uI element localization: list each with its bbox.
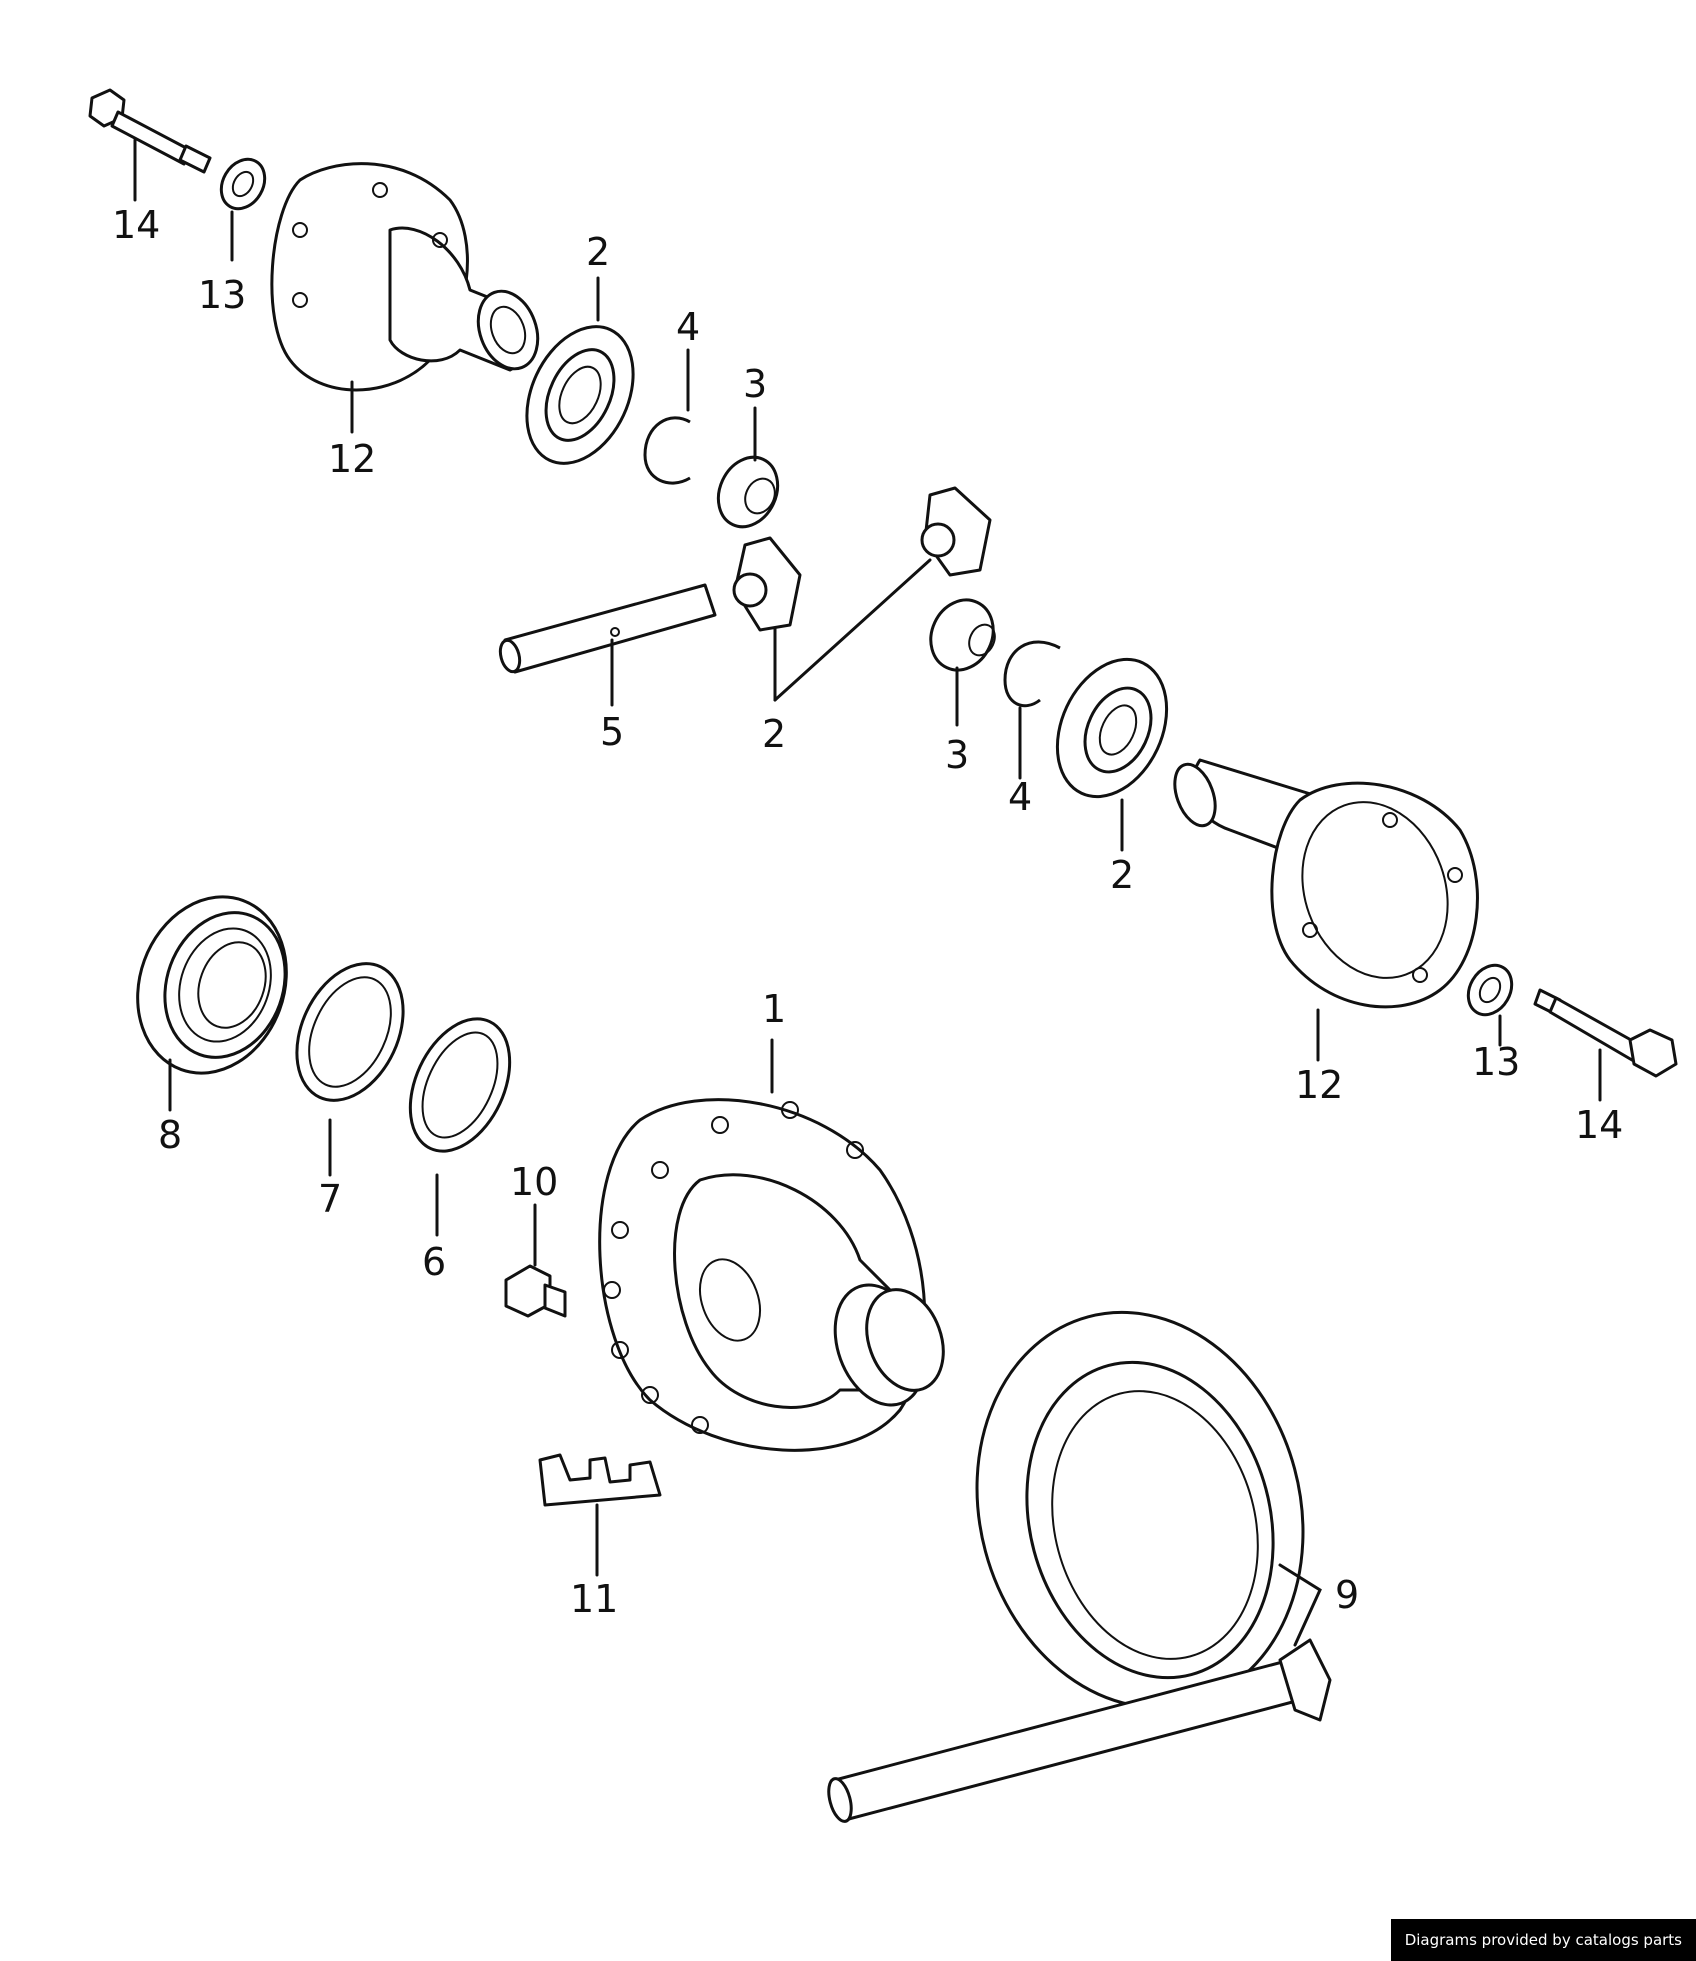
differential-housing [598,1098,945,1452]
label-4a: 4 [676,305,700,349]
circlip-lower [1003,640,1061,708]
label-3b: 3 [945,733,969,777]
leader-lines [133,138,1602,1647]
drive-flange-lower [1173,758,1479,1009]
differential-pin [498,583,717,674]
label-2b: 2 [762,712,786,756]
label-5: 5 [600,710,624,754]
callout-labels: 1 2 2 2 3 3 4 4 5 6 7 8 9 10 11 12 12 13… [112,203,1623,1621]
pinion-shaft [827,1638,1332,1823]
label-7: 7 [318,1177,342,1221]
planet-gear-lower [732,536,802,632]
label-11: 11 [570,1577,618,1621]
label-4b: 4 [1008,775,1032,819]
label-13a: 13 [198,273,246,317]
shim-large [295,962,405,1102]
label-13b: 13 [1472,1040,1520,1084]
drive-flange-top [270,162,540,392]
ring-gear [975,1310,1305,1710]
label-12b: 12 [1295,1063,1343,1107]
label-8: 8 [158,1113,182,1157]
label-2c: 2 [1110,853,1134,897]
label-10: 10 [510,1160,558,1204]
side-gear-top [525,325,635,465]
thrust-gear-top [716,455,780,529]
label-14a: 14 [112,203,160,247]
side-gear-lower [1055,657,1169,799]
label-12a: 12 [328,437,376,481]
label-3a: 3 [743,362,767,406]
label-9: 9 [1335,1573,1359,1617]
bolt-lower [1533,988,1678,1078]
label-14b: 14 [1575,1103,1623,1147]
drain-plug [504,1264,567,1318]
washer-lower [1466,963,1514,1017]
diagram-credit: Diagrams provided by catalogs parts [1390,1919,1696,1961]
planet-gear-upper [920,486,992,577]
label-2a: 2 [586,230,610,274]
washer-top [219,157,267,211]
bolt-top [88,88,212,174]
roller-bearing [136,895,288,1075]
thrust-gear-lower [929,598,996,672]
lock-plate [538,1453,662,1507]
label-6: 6 [422,1240,446,1284]
label-1: 1 [762,987,786,1031]
circlip-top [643,416,691,485]
shim-small [408,1017,512,1153]
